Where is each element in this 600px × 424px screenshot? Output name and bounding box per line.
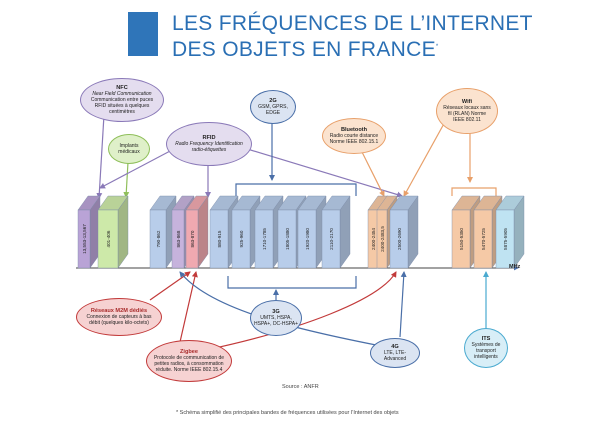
band-9: 1920-1980 [297,195,327,269]
band-label-3: 863-868 [176,230,181,247]
bracket-3g [227,276,357,289]
band-front-4 [185,209,199,269]
band-13: 2500-2690 [389,195,419,269]
bubble-rfid-title: RFID [202,135,216,141]
bubble-wifi: Wifi Réseaux locaux sans fil (RLAN) Norm… [436,88,498,134]
bubble-3g-desc: UMTS, HSPA, HSPA+, DC-HSPA+ [254,315,298,327]
band-front-6 [231,209,251,269]
bubble-nfc: NFC Near Field Communication Communicati… [80,78,164,122]
band-1: 401-406 [97,195,129,269]
band-label-4: 863-870 [190,230,195,247]
title-footnote-mark: * [435,44,439,50]
lower-arrows [149,271,489,351]
bubble-3g-title: 3G [272,309,280,315]
bubble-its-title: ITS [481,336,491,342]
band-label-9: 1920-1980 [305,228,310,250]
bubble-zigbee-title: Zigbee [179,349,199,355]
footnote-text: * Schéma simplifié des principales bande… [176,410,399,416]
band-label-13: 2500-2690 [397,228,402,250]
band-label-14: 5150-5350 [459,228,464,250]
band-label-10: 2110-2170 [329,228,334,250]
bubble-4g-desc: LTE, LTE-Advanced [383,350,407,362]
bubble-m2m-desc: Connexion de capteurs à bas débit (quelq… [86,314,152,326]
upper-arrows [96,114,497,199]
band-front-3 [171,209,185,269]
arrow-zigbee-868 [179,271,198,343]
bubble-bluetooth-title: Bluetooth [340,127,368,133]
arrow-implants-401 [123,161,130,198]
arrow-nfc-13mhz [96,114,105,199]
axis-unit-label: MHz [509,264,521,270]
band-front-13 [389,209,409,269]
brand-logo-block [128,12,158,56]
arrow-4g-2600 [399,271,407,338]
band-label-6: 925-960 [239,230,244,247]
bubble-4g-title: 4G [391,344,399,350]
band-front-14 [451,209,471,269]
band-front-7 [254,209,274,269]
band-front-12 [376,209,388,269]
page-title-line2: DES OBJETS EN FRANCE* [172,36,439,61]
bubble-implants-title: Implants médicaux [118,143,140,155]
bubble-2g-title: 2G [269,98,277,104]
band-label-1: 401-406 [106,230,111,247]
bubble-m2m: Réseaux M2M dédiés Connexion de capteurs… [76,298,162,336]
bracket-wifi [451,187,497,196]
bands-layer: 13,553-13,567 401-406 790-862 863-868 863-87… [77,195,525,269]
arrow-zigbee-2400 [205,271,397,351]
band-0: 13,553-13,567 [77,195,101,269]
band-label-15: 5470-5725 [481,228,486,250]
bubble-rfid: RFID Radio Frequency Identification radi… [166,122,252,166]
band-label-5: 880-915 [217,230,222,247]
bracket-2g [235,183,357,196]
bubble-3g: 3G UMTS, HSPA, HSPA+, DC-HSPA+ [250,300,302,336]
bubble-nfc-title: NFC [116,85,128,91]
band-4: 863-870 [185,195,209,269]
band-front-2 [149,209,167,269]
bubble-rfid-desc: radio-étiquettes [191,147,227,153]
bubble-its-desc: Systèmes de transport intelligents [471,342,501,360]
bubble-implants: Implants médicaux [108,134,150,164]
bubble-zigbee-desc: Protocole de communication de petites ra… [153,355,225,373]
page-title-line1: LES FRÉQUENCES DE L’INTERNET [172,12,533,35]
band-label-16: 5875-5905 [503,228,508,250]
bubble-nfc-desc: Communication entre puces RFID situées à… [90,97,154,115]
band-front-16 [495,209,515,269]
band-label-2: 790-862 [156,230,161,247]
arrow-rfid-2400 [243,147,403,198]
bubble-rfid-subtitle: Radio Frequency Identification [175,141,243,147]
bubble-2g-desc: GSM, GPRS, EDGE [258,104,288,116]
band-label-12: 2400-2483,5 [380,226,385,252]
bubble-2g: 2G GSM, GPRS, EDGE [250,90,296,124]
band-front-1 [97,209,119,269]
band-front-5 [209,209,229,269]
bubble-bluetooth-desc: Radio courte distance Norme IEEE 802.15.… [329,133,379,145]
bubble-m2m-title: Réseaux M2M dédiés [90,308,148,314]
bubble-4g: 4G LTE, LTE-Advanced [370,338,420,368]
arrow-rfid-13mhz [99,149,173,189]
band-front-10 [321,209,341,269]
bubble-zigbee: Zigbee Protocole de communication de pet… [146,340,232,382]
bubble-wifi-title: Wifi [461,99,473,105]
band-10: 2110-2170 [321,195,351,269]
band-label-0: 13,553-13,567 [82,224,87,254]
band-front-0 [77,209,91,269]
band-front-9 [297,209,317,269]
bubble-its: ITS Systèmes de transport intelligents [464,328,508,368]
source-text: Source : ANFR [282,384,319,390]
band-label-7: 1710-1785 [262,228,267,250]
band-label-11: 2400-2454 [371,228,376,250]
band-16: 5875-5905 [495,195,525,269]
band-label-8: 1805-1880 [285,228,290,250]
bubble-wifi-desc: Réseaux locaux sans fil (RLAN) Norme IEE… [443,105,491,123]
band-front-15 [473,209,493,269]
band-front-8 [277,209,297,269]
arrow-wifi-2400 [403,119,447,197]
arrow-bluetooth-2400 [359,147,385,197]
bubble-bluetooth: Bluetooth Radio courte distance Norme IE… [322,118,386,154]
page-title-line2-text: DES OBJETS EN FRANCE [172,38,436,61]
bubble-nfc-subtitle: Near Field Communication [92,91,152,97]
